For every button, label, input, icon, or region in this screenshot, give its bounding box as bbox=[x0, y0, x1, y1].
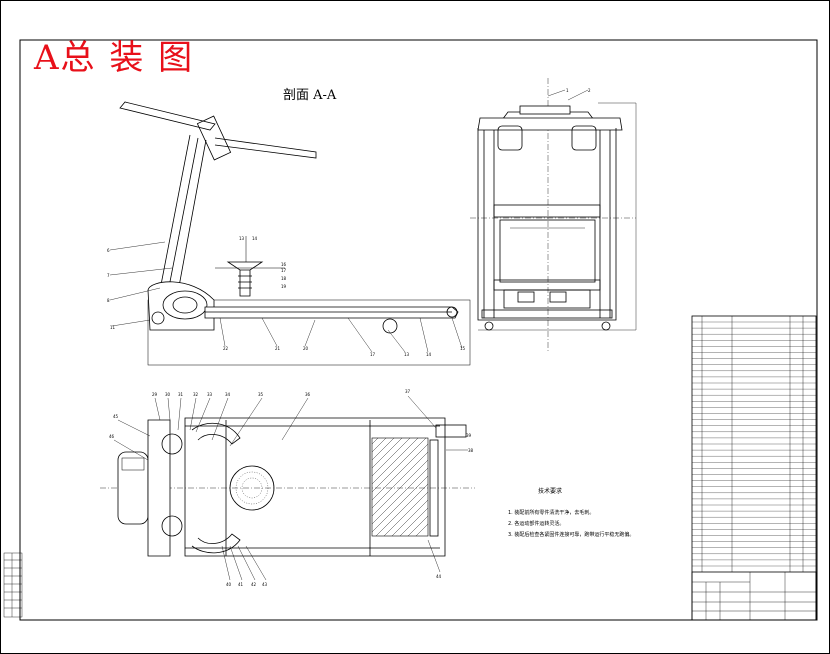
svg-text:44: 44 bbox=[436, 574, 442, 579]
svg-text:36: 36 bbox=[305, 392, 311, 397]
svg-text:30: 30 bbox=[165, 392, 171, 397]
svg-text:31: 31 bbox=[178, 392, 184, 397]
svg-text:17: 17 bbox=[281, 268, 287, 273]
treadmill-top-view-icon: 29 30 31 32 33 34 35 36 37 38 39 40 41 42 43 44 45 4… bbox=[100, 389, 475, 587]
bill-of-materials-table-icon bbox=[691, 315, 817, 621]
svg-text:1: 1 bbox=[566, 88, 569, 93]
svg-text:6: 6 bbox=[107, 248, 110, 253]
svg-text:46: 46 bbox=[109, 434, 115, 439]
svg-text:22: 22 bbox=[223, 346, 229, 351]
svg-text:33: 33 bbox=[207, 392, 213, 397]
svg-text:14: 14 bbox=[426, 352, 432, 357]
technical-notes-heading: 技术要求 bbox=[538, 488, 563, 495]
svg-text:29: 29 bbox=[152, 392, 158, 397]
svg-text:38: 38 bbox=[468, 448, 474, 453]
svg-text:2: 2 bbox=[588, 88, 591, 93]
drawing-title: A总 装 图 bbox=[34, 38, 195, 78]
technical-note-line: 2. 各运动部件运转灵活。 bbox=[508, 521, 565, 527]
svg-text:32: 32 bbox=[193, 392, 199, 397]
svg-text:37: 37 bbox=[405, 389, 411, 394]
svg-text:18: 18 bbox=[281, 276, 287, 281]
svg-text:11: 11 bbox=[110, 325, 116, 330]
svg-text:35: 35 bbox=[258, 392, 264, 397]
svg-text:13: 13 bbox=[239, 236, 245, 241]
svg-text:19: 19 bbox=[281, 284, 287, 289]
svg-text:40: 40 bbox=[226, 582, 232, 587]
svg-text:7: 7 bbox=[107, 273, 110, 278]
svg-text:41: 41 bbox=[238, 582, 244, 587]
svg-text:15: 15 bbox=[460, 346, 466, 351]
svg-text:43: 43 bbox=[262, 582, 268, 587]
svg-text:8: 8 bbox=[107, 298, 110, 303]
section-view-label: 剖面 A-A bbox=[283, 88, 337, 103]
svg-text:34: 34 bbox=[225, 392, 231, 397]
svg-text:17: 17 bbox=[370, 352, 376, 357]
svg-text:39: 39 bbox=[466, 433, 472, 438]
svg-text:21: 21 bbox=[275, 346, 281, 351]
svg-text:20: 20 bbox=[303, 346, 309, 351]
svg-text:42: 42 bbox=[251, 582, 257, 587]
drawing-frame bbox=[19, 39, 818, 621]
svg-text:13: 13 bbox=[404, 352, 410, 357]
svg-text:45: 45 bbox=[113, 414, 119, 419]
technical-note-line: 1. 装配前所有零件清洗干净，去毛刺。 bbox=[508, 510, 595, 516]
technical-note-line: 3. 装配后检查各紧固件连接可靠，跑带运行平稳无跑偏。 bbox=[508, 532, 635, 538]
svg-text:14: 14 bbox=[252, 236, 258, 241]
title-block-icon bbox=[3, 552, 23, 618]
svg-text:16: 16 bbox=[281, 262, 287, 267]
